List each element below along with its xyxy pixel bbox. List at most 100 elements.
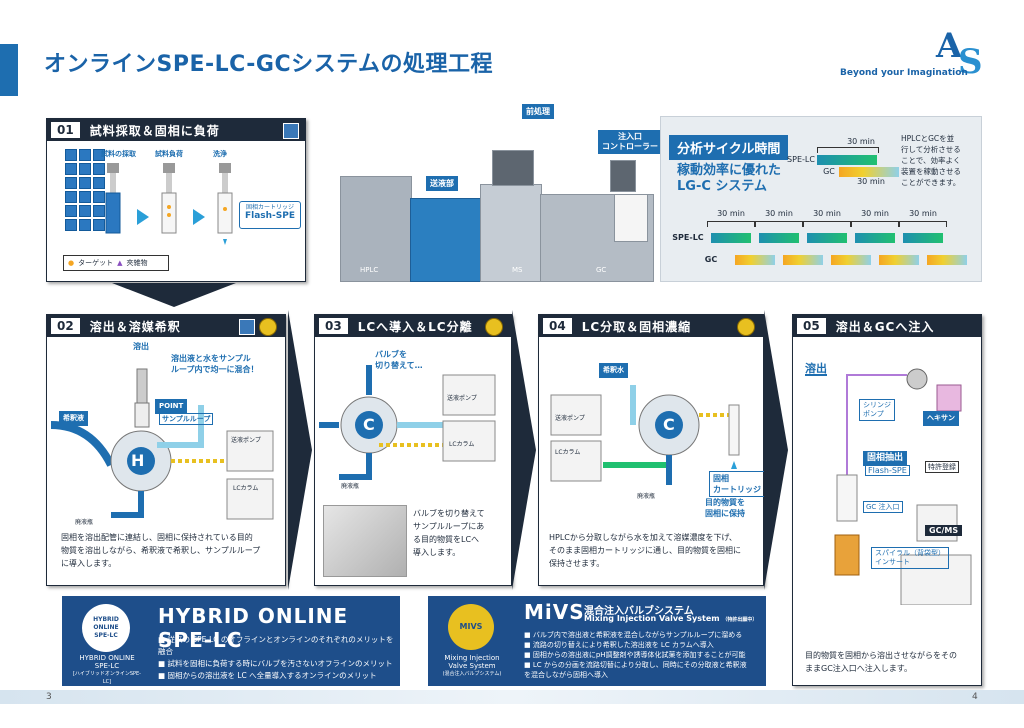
step-05-header: 05 溶出＆GCへ注入 bbox=[793, 315, 981, 337]
down-arrow bbox=[112, 283, 236, 307]
timing-note: HPLCとGCを並 行して分析させる ことで、効率よく 装置を稼動させる ことが… bbox=[901, 134, 961, 187]
step-number: 05 bbox=[797, 318, 826, 334]
big-lc-label: SPE-LC bbox=[672, 233, 704, 242]
diluent-label: 希釈液 bbox=[59, 411, 88, 426]
sample-loop-label: サンプルループ bbox=[159, 413, 214, 425]
hybrid-caption-line1: HYBRID ONLINE bbox=[79, 654, 135, 662]
big-lc-segment bbox=[855, 233, 895, 243]
step-01-header: 01 試料採取＆固相に負荷 bbox=[47, 119, 305, 141]
tagline: Beyond your Imagination bbox=[840, 68, 968, 78]
cartridge-illustrations bbox=[105, 163, 233, 245]
mivs-caption: Mixing Injection Valve System (混合注入バルブシス… bbox=[434, 654, 510, 678]
diluent-water-label: 希釈水 bbox=[599, 363, 628, 378]
step05-description: 目的物質を固相から溶出させながらをその ままGC注入口へ注入します。 bbox=[805, 651, 957, 673]
mivs-badge: MIVS bbox=[448, 604, 494, 650]
step-title: 試料採取＆固相に負荷 bbox=[89, 123, 220, 138]
hybrid-item: ■ 従来の SPE-LC のオフラインとオンラインのそれぞれのメリットを融合 bbox=[158, 635, 394, 656]
hexane-label: ヘキサン bbox=[923, 411, 959, 426]
cartridge-callout: 固相カートリッジ Flash-SPE bbox=[239, 201, 301, 229]
big-interval-label: 30 min bbox=[861, 209, 889, 218]
big-gc-segment bbox=[927, 255, 967, 265]
step-02-panel: 02 溶出＆溶媒希釈 溶出 溶出液と水をサンプル ループ内で均一に混合！ H P… bbox=[46, 314, 286, 586]
label-sampling: 試料の採取 bbox=[101, 150, 136, 158]
pretreatment-label: 前処理 bbox=[522, 104, 554, 119]
small-gc-label: GC bbox=[823, 167, 835, 176]
switch-valve-callout: バルブを 切り替えて… bbox=[375, 350, 423, 370]
small-interval-label: 30 min bbox=[847, 137, 875, 146]
hybrid-caption-line2: SPE-LC bbox=[94, 662, 120, 670]
valve-letter: C bbox=[363, 415, 375, 434]
hybrid-title: HYBRID ONLINE SPE-LC bbox=[158, 604, 349, 652]
waste-label: 廃液瓶 bbox=[637, 493, 656, 500]
step03-description: バルブを切り替えて サンプルループにあ る目的物質をLCへ 導入します。 bbox=[413, 509, 485, 557]
sample-vials bbox=[65, 149, 105, 249]
point-tag: POINT bbox=[155, 399, 188, 414]
hybrid-caption-line3: [ハイブリッドオンラインSPE-LC] bbox=[72, 671, 141, 685]
cartridge-label: 固相 カートリッジ bbox=[709, 471, 765, 497]
mix-callout: 溶出液と水をサンプル ループ内で均一に混合！ bbox=[171, 354, 259, 374]
valve-letter: C bbox=[663, 415, 675, 434]
valve-badge-icon bbox=[259, 318, 277, 336]
hplc-label: HPLC bbox=[360, 266, 379, 274]
mivs-list: ■ バルブ内で溶出液と希釈液を混合しながらサンプルループに溜める ■ 流路の切り… bbox=[524, 630, 747, 680]
ms-label: MS bbox=[512, 266, 523, 274]
step-04-panel: 04 LC分取＆固相濃縮 希釈水 C 送液ポンプ LCカラム 廃液瓶 固相 カー… bbox=[538, 314, 765, 586]
small-lc-label: SPE-LC bbox=[787, 155, 815, 164]
big-interval-label: 30 min bbox=[909, 209, 937, 218]
step02-diagram bbox=[51, 368, 274, 520]
big-lc-segment bbox=[903, 233, 943, 243]
mivs-jp-title: 混合注入バルブシステム bbox=[584, 606, 694, 617]
hybrid-caption: HYBRID ONLINE SPE-LC [ハイブリッドオンラインSPE-LC] bbox=[72, 654, 142, 686]
hybrid-badge: HYBRID ONLINE SPE-LC bbox=[82, 604, 130, 652]
cycle-time-panel: 分析サイクル時間 稼動効率に優れた LG-C システム 30 min SPE-L… bbox=[660, 116, 982, 282]
big-gc-segment bbox=[783, 255, 823, 265]
valve-letter: H bbox=[131, 451, 145, 470]
system-illustration: HPLC 送液部 MS 前処理 GC 注入口 コントローラー bbox=[340, 104, 662, 282]
lc-column-label: LCカラム bbox=[555, 449, 581, 456]
step-number: 02 bbox=[51, 318, 80, 334]
big-gc-segment bbox=[879, 255, 919, 265]
injection-controller-label: 注入口 コントローラー bbox=[598, 130, 662, 154]
target-dot-icon: ● bbox=[68, 259, 75, 267]
syringe-pump-label: シリンジ ポンプ bbox=[859, 399, 895, 421]
mivs-en-title: Mixing Injection Valve System （特許出願中） bbox=[584, 614, 758, 623]
elution-label: 溶出 bbox=[133, 342, 149, 351]
cartridge-callout-title: Flash-SPE bbox=[244, 211, 296, 221]
header-accent-bar bbox=[0, 44, 18, 96]
step-03-header: 03 LCへ導入＆LC分離 bbox=[315, 315, 511, 337]
pump-unit-label: 送液部 bbox=[426, 176, 458, 191]
big-gc-segment bbox=[735, 255, 775, 265]
cartridge-callout-sub: 固相カートリッジ bbox=[245, 204, 294, 211]
big-interval-bracket bbox=[899, 221, 947, 227]
footer-band bbox=[0, 690, 1024, 704]
big-interval-bracket bbox=[707, 221, 755, 227]
mivs-item: ■ バルブ内で溶出液と希釈液を混合しながらサンプルループに溜める bbox=[524, 631, 743, 639]
step-03-panel: 03 LCへ導入＆LC分離 バルブを 切り替えて… C 送液ポンプ LCカラム … bbox=[314, 314, 512, 586]
small-lc-bar bbox=[817, 155, 877, 165]
waste-label: 廃液瓶 bbox=[341, 483, 360, 490]
step-number: 01 bbox=[51, 122, 80, 138]
pump-label: 送液ポンプ bbox=[447, 395, 477, 402]
retain-label: 目的物質を 固相に保持 bbox=[705, 498, 745, 518]
efficiency-title: 稼動効率に優れた LG-C システム bbox=[677, 163, 782, 194]
step04-diagram bbox=[550, 385, 740, 485]
label-loading: 試料負荷 bbox=[155, 150, 183, 158]
solid-extraction-label: 固相抽出 bbox=[863, 451, 908, 466]
page-number-left: 3 bbox=[46, 692, 52, 702]
mivs-item: ■ 固相からの溶出液にpH調整剤や誘導体化試薬を添加することが可能 bbox=[524, 651, 746, 659]
flow-arrow bbox=[137, 209, 149, 225]
gc-inlet-label: GC 注入口 bbox=[863, 501, 903, 513]
elution-label: 溶出 bbox=[805, 362, 827, 376]
legend: ●ターゲット ▲夾雑物 bbox=[63, 255, 169, 271]
page-number-right: 4 bbox=[972, 692, 978, 702]
chevron-right bbox=[288, 310, 312, 590]
step-02-header: 02 溶出＆溶媒希釈 bbox=[47, 315, 285, 337]
pump-label: 送液ポンプ bbox=[231, 437, 261, 444]
page-title: オンラインSPE-LC-GCシステムの処理工程 bbox=[44, 52, 493, 77]
step-05-panel: 05 溶出＆GCへ注入 溶出 シリンジ ポンプ ヘキサン 固相抽出 Flash-… bbox=[792, 314, 982, 686]
patent-label: 特許登録 bbox=[925, 461, 959, 473]
mivs-caption-line2: Valve System bbox=[448, 662, 496, 670]
hybrid-item: ■ 試料を固相に負荷する時にバルブを汚さないオフラインのメリット bbox=[158, 659, 393, 668]
small-bracket bbox=[817, 147, 879, 153]
gcms-label: GC/MS bbox=[925, 525, 963, 536]
